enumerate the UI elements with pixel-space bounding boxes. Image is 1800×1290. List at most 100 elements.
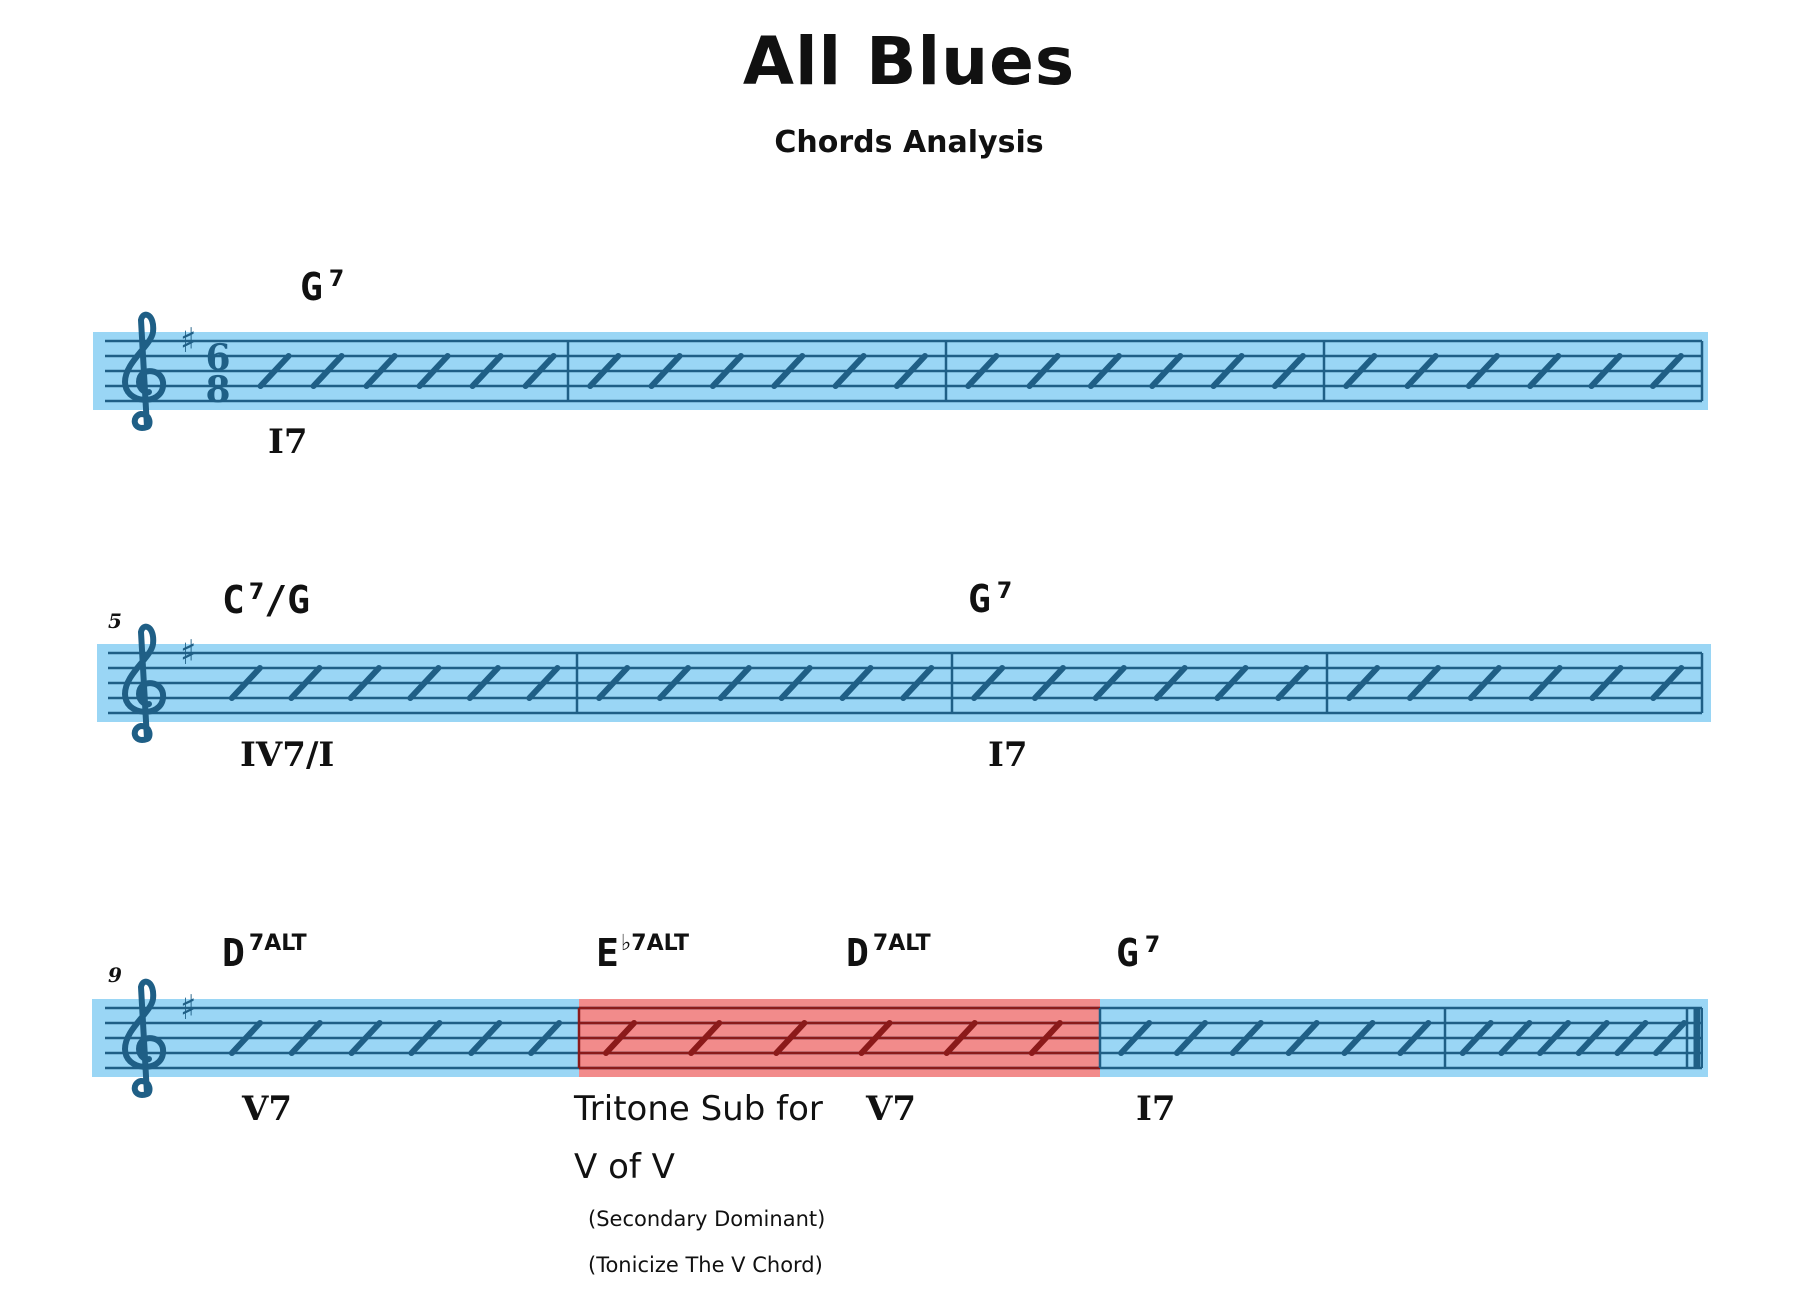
page-title: All Blues bbox=[743, 23, 1075, 100]
rhythm-slash bbox=[596, 665, 631, 701]
rhythm-slash bbox=[347, 665, 382, 701]
key-signature-sharp-icon: ♯ bbox=[180, 633, 196, 673]
measure-number: 5 bbox=[108, 609, 122, 633]
rhythm-slash bbox=[526, 665, 561, 701]
rhythm-slash bbox=[1028, 1020, 1063, 1056]
rhythm-slash bbox=[771, 353, 806, 389]
rhythm-slash bbox=[1649, 353, 1684, 389]
rhythm-slash bbox=[1118, 1020, 1153, 1056]
rhythm-slash bbox=[1092, 665, 1127, 701]
rhythm-slash bbox=[717, 665, 752, 701]
rhythm-slash bbox=[1032, 665, 1066, 701]
roman-numeral: V7 bbox=[241, 1089, 292, 1129]
rhythm-slash bbox=[228, 1020, 263, 1056]
rhythm-slash bbox=[1346, 665, 1381, 701]
rhythm-slash bbox=[408, 1020, 443, 1056]
rhythm-slash bbox=[603, 1020, 638, 1056]
rhythm-slash bbox=[288, 665, 323, 701]
rhythm-slash bbox=[1271, 353, 1306, 389]
analysis-note: (Tonicize The V Chord) bbox=[588, 1253, 823, 1277]
roman-numeral: V7 bbox=[865, 1089, 916, 1129]
rhythm-slash bbox=[657, 665, 691, 701]
rhythm-slash bbox=[1465, 353, 1500, 389]
rhythm-slash bbox=[943, 1020, 978, 1056]
rhythm-slash bbox=[1653, 1020, 1688, 1056]
rhythm-slash bbox=[1614, 1020, 1649, 1056]
analysis-note: Tritone Sub for bbox=[573, 1089, 823, 1129]
rhythm-slash bbox=[1341, 1020, 1376, 1056]
rhythm-slash bbox=[688, 1020, 723, 1056]
rhythm-slash bbox=[1275, 665, 1310, 701]
analysis-note: V of V bbox=[574, 1147, 675, 1187]
rhythm-slash bbox=[1407, 665, 1441, 701]
treble-clef-icon bbox=[121, 311, 166, 431]
rhythm-slash bbox=[257, 353, 292, 389]
rhythm-slash bbox=[310, 353, 345, 389]
rhythm-slash bbox=[1498, 1020, 1533, 1056]
rhythm-slash bbox=[587, 353, 622, 389]
staves: ♯68♯♯ bbox=[92, 311, 1711, 1098]
rhythm-slash bbox=[709, 353, 744, 389]
staff-system-1: ♯68 bbox=[93, 311, 1708, 431]
roman-numeral: I7 bbox=[988, 735, 1028, 775]
rhythm-slash bbox=[1528, 665, 1563, 701]
rhythm-slash bbox=[1397, 1020, 1432, 1056]
rhythm-slash bbox=[1149, 353, 1184, 389]
rhythm-slash bbox=[1459, 1020, 1494, 1056]
rhythm-slash bbox=[528, 1020, 563, 1056]
rhythm-slash bbox=[288, 1020, 323, 1056]
rhythm-slash bbox=[1229, 1020, 1264, 1056]
measure-number: 9 bbox=[108, 963, 122, 987]
rhythm-slash bbox=[348, 1020, 383, 1056]
rhythm-slash bbox=[416, 353, 451, 389]
rhythm-slash bbox=[1588, 353, 1623, 389]
roman-numeral: I7 bbox=[268, 422, 308, 462]
treble-clef-icon bbox=[121, 978, 166, 1098]
rhythm-slash bbox=[900, 665, 935, 701]
analysis-note: (Secondary Dominant) bbox=[588, 1207, 825, 1231]
rhythm-slash bbox=[1285, 1020, 1320, 1056]
rhythm-slash bbox=[468, 1020, 503, 1056]
rhythm-slash bbox=[1467, 665, 1502, 701]
rhythm-slash bbox=[522, 353, 557, 389]
rhythm-slash bbox=[1210, 353, 1245, 389]
key-signature-sharp-icon: ♯ bbox=[180, 988, 196, 1028]
roman-numeral: I7 bbox=[1136, 1089, 1176, 1129]
rhythm-slash bbox=[965, 353, 1000, 389]
rhythm-slash bbox=[1575, 1020, 1610, 1056]
rhythm-slash bbox=[407, 665, 442, 701]
rhythm-slash bbox=[1537, 1020, 1572, 1056]
rhythm-slash bbox=[1589, 665, 1624, 701]
rhythm-slash bbox=[466, 665, 501, 701]
rhythm-slash bbox=[1527, 353, 1562, 389]
rhythm-slash bbox=[1650, 665, 1685, 701]
rhythm-slash bbox=[469, 353, 504, 389]
staff-system-3: ♯ bbox=[92, 978, 1708, 1098]
rhythm-slash bbox=[648, 353, 683, 389]
rhythm-slash bbox=[778, 665, 813, 701]
rhythm-slash bbox=[971, 665, 1006, 701]
rhythm-slash bbox=[1174, 1020, 1208, 1056]
page-subtitle: Chords Analysis bbox=[774, 125, 1043, 160]
staff-system-2: ♯ bbox=[97, 623, 1711, 743]
rhythm-slash bbox=[1343, 353, 1378, 389]
rhythm-slash bbox=[1404, 353, 1439, 389]
rhythm-slash bbox=[858, 1020, 893, 1056]
rhythm-slash bbox=[839, 665, 874, 701]
key-signature-sharp-icon: ♯ bbox=[180, 321, 196, 361]
rhythm-slash bbox=[832, 353, 867, 389]
rhythm-slash bbox=[363, 353, 398, 389]
rhythm-slash bbox=[1153, 665, 1188, 701]
time-signature-top: 6 bbox=[205, 337, 230, 379]
rhythm-slash bbox=[1087, 353, 1122, 389]
rhythm-slash bbox=[1026, 353, 1061, 389]
rhythm-slash bbox=[1214, 665, 1249, 701]
